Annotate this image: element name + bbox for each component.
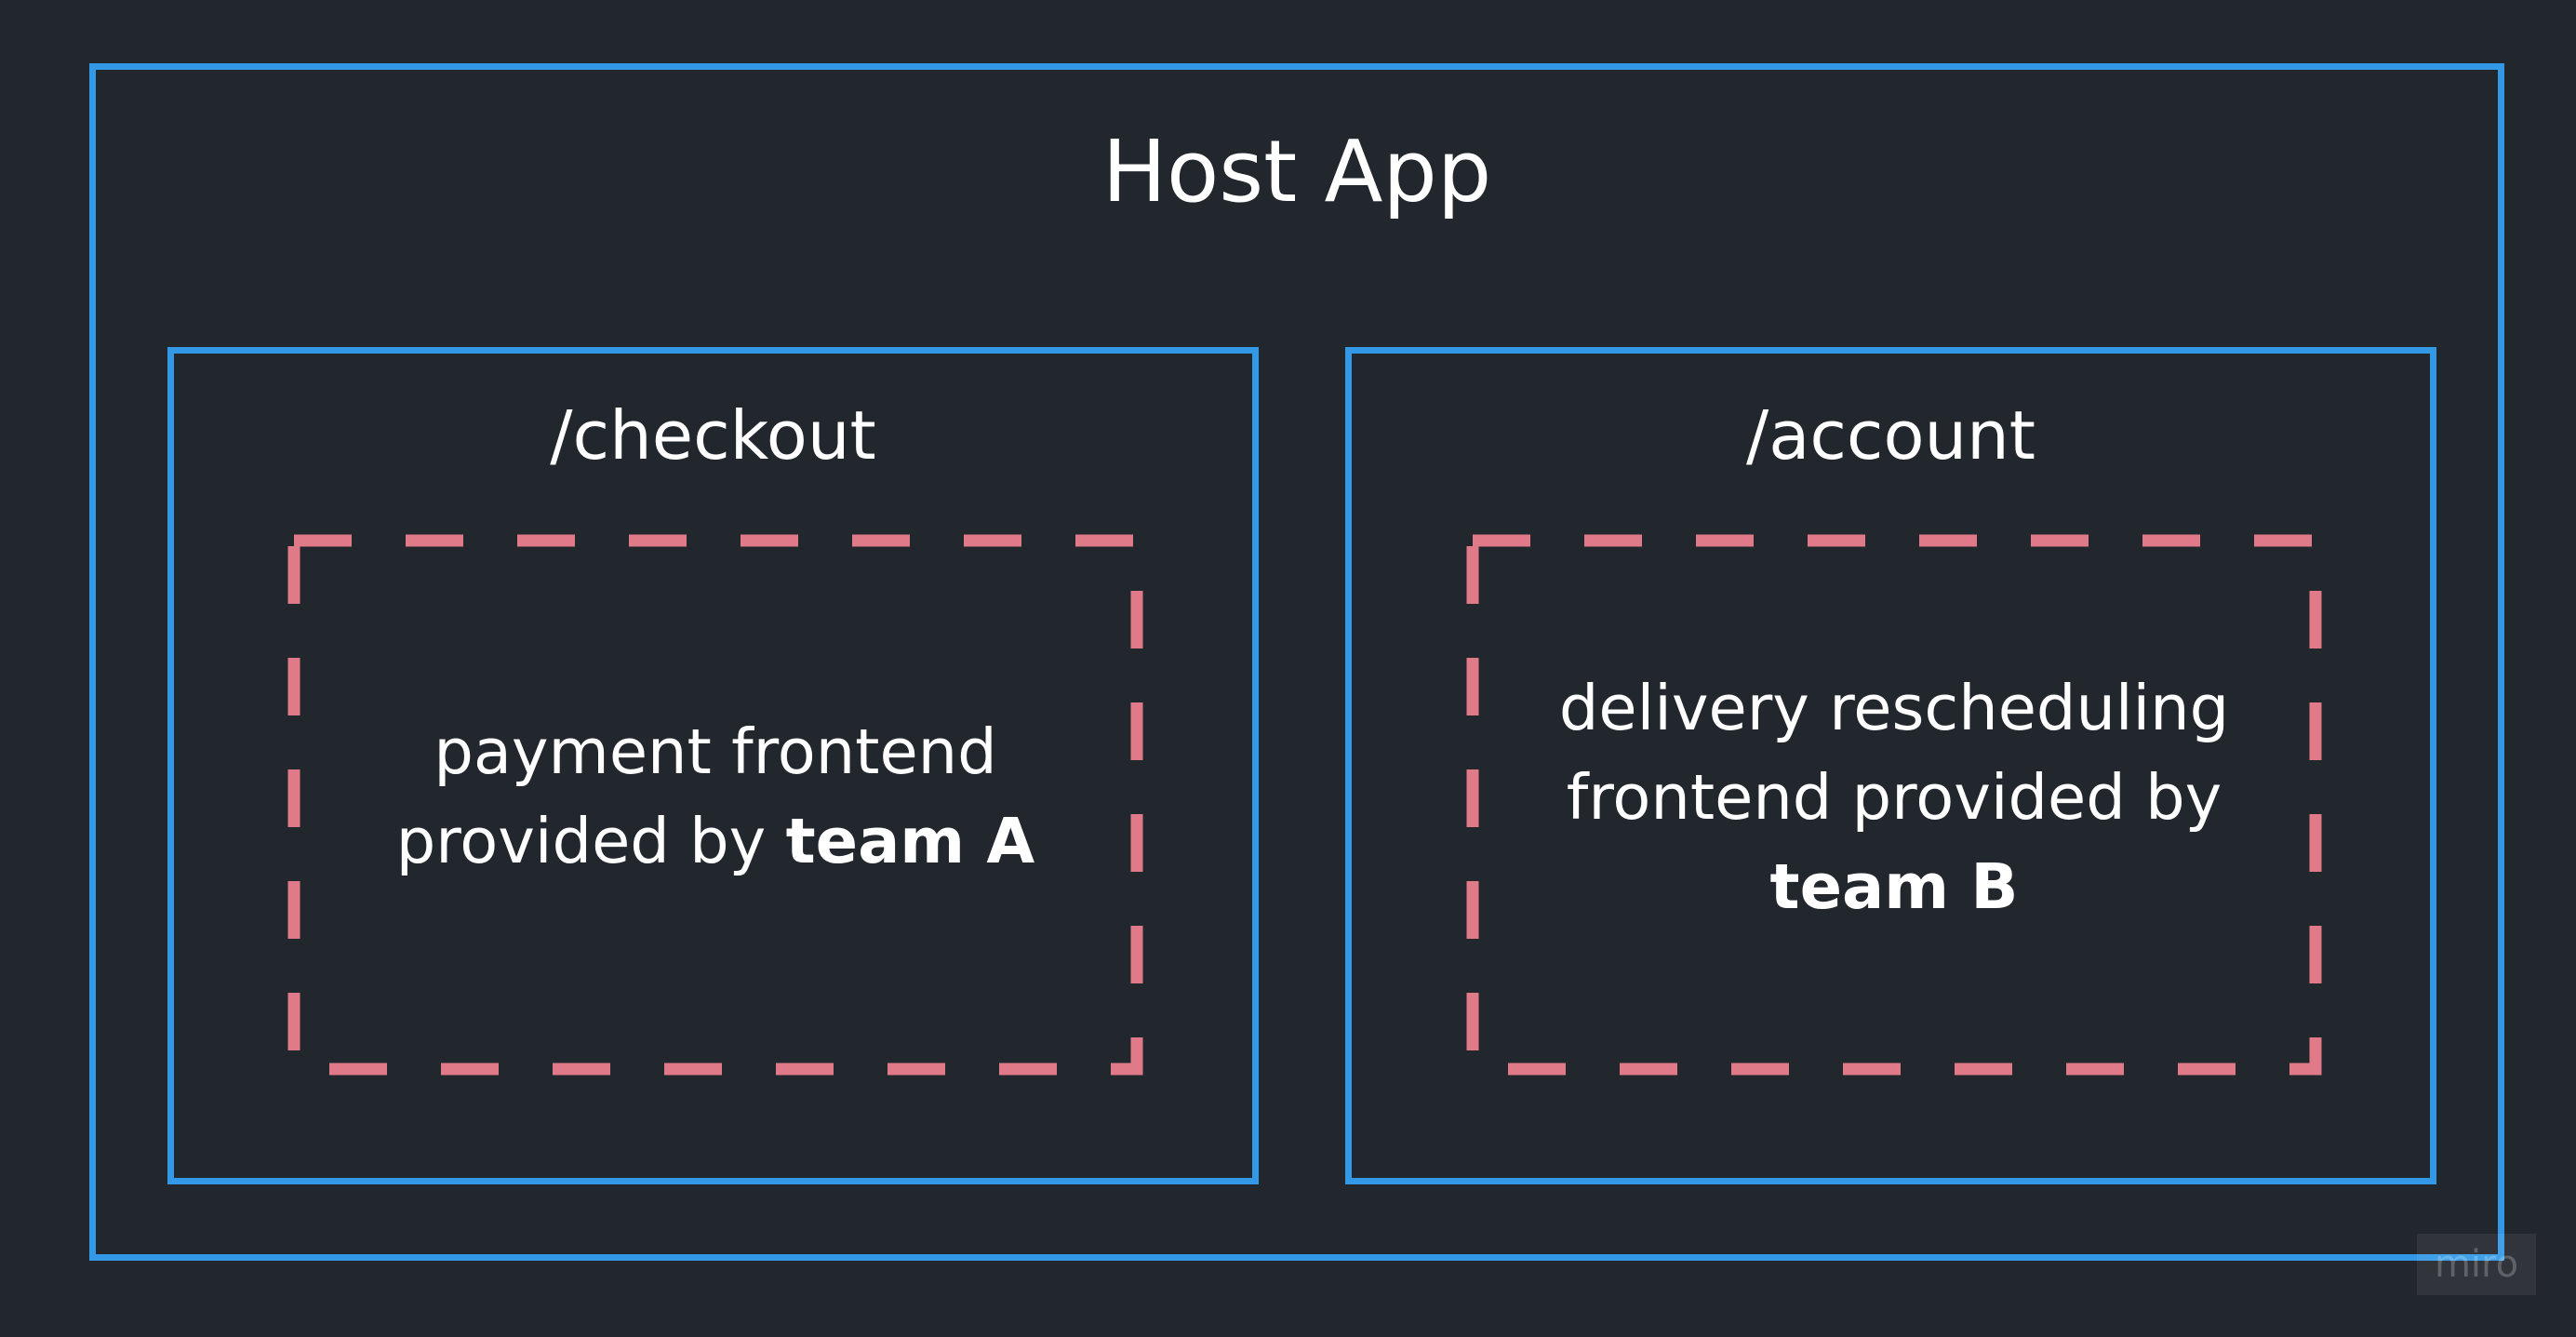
team-b-label: team B — [1769, 850, 2019, 923]
miro-watermark: miro — [2417, 1234, 2536, 1295]
team-b-desc-line3: team B — [1467, 842, 2321, 931]
team-a-label: team A — [785, 805, 1035, 877]
team-a-fragment-dashed-box — [287, 534, 1143, 1076]
team-b-fragment-dashed-box — [1466, 534, 2322, 1076]
host-app-container — [89, 63, 2504, 1261]
team-a-desc-prefix: provided by — [395, 805, 786, 877]
team-b-desc-line2: frontend provided by — [1566, 761, 2222, 834]
team-b-fragment-description: delivery rescheduling frontend provided … — [1467, 663, 2321, 931]
checkout-route-box: /checkout — [167, 347, 1259, 1184]
team-b-desc-line1: delivery rescheduling — [1558, 672, 2230, 744]
host-app-title: Host App — [1101, 122, 1492, 221]
checkout-route-label: /checkout — [550, 396, 876, 475]
team-a-desc-line1: payment frontend — [434, 715, 997, 788]
team-a-fragment-description: payment frontend provided by team A — [288, 707, 1142, 886]
account-route-box: /account — [1345, 347, 2436, 1184]
account-route-label: /account — [1745, 396, 2036, 475]
team-a-desc-line2: provided by team A — [288, 796, 1142, 886]
